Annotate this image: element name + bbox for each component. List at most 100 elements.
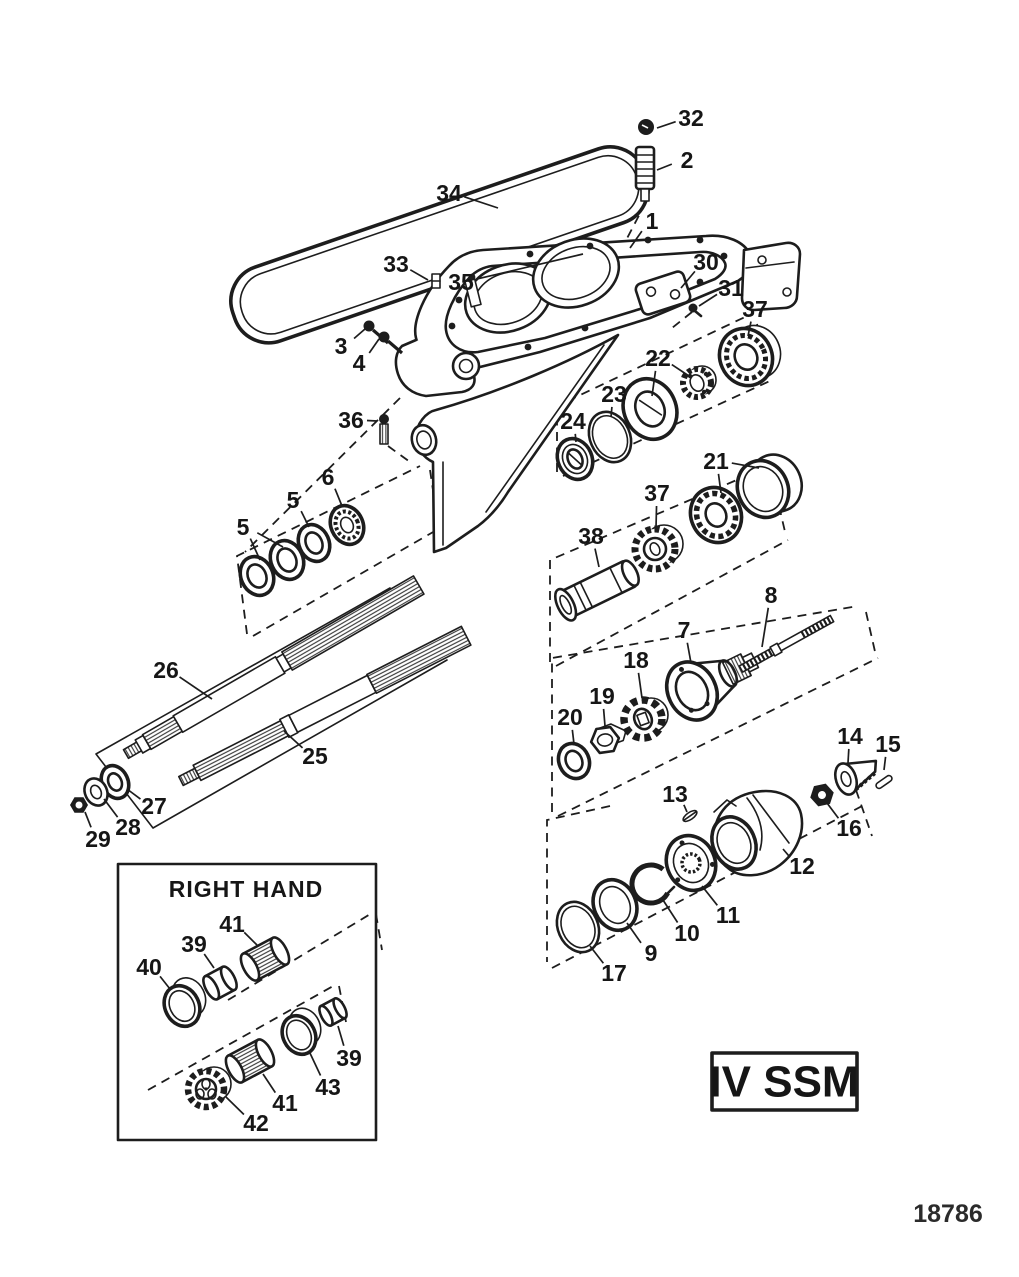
- part-29-nut: [70, 797, 88, 813]
- part-39-bushing-b: [318, 997, 348, 1027]
- part-21-bearing-cup: [735, 453, 804, 520]
- callout-leader-41: [243, 931, 258, 946]
- part-number-34: 34: [436, 180, 462, 206]
- part-24-seal: [555, 436, 595, 482]
- part-number-18: 18: [623, 647, 649, 673]
- callout-leader-5: [300, 510, 310, 528]
- part-32-bolt: [638, 119, 654, 135]
- part-number-26: 26: [153, 657, 179, 683]
- part-19-nut: [589, 723, 627, 755]
- part-number-27: 27: [141, 793, 167, 819]
- part-6-bearing: [328, 503, 366, 547]
- part-number-5: 5: [237, 514, 250, 540]
- callout-leader-30: [680, 270, 696, 289]
- part-number-6: 6: [322, 464, 335, 490]
- part-number-15: 15: [875, 731, 901, 757]
- stud: [464, 278, 482, 308]
- part-number-19: 19: [589, 683, 615, 709]
- part-8-shaft: [738, 614, 835, 673]
- part-number-35: 35: [448, 269, 474, 295]
- callout-leader-16: [826, 802, 840, 819]
- callout-leader-6: [334, 488, 343, 507]
- part-11-bearing-carrier: [664, 833, 718, 893]
- part-1-gear-housing-lower: [410, 333, 620, 554]
- callout-leader-40: [159, 975, 171, 990]
- part-number-22: 22: [645, 345, 671, 371]
- part-number-13: 13: [662, 781, 688, 807]
- part-number-33: 33: [383, 251, 409, 277]
- callout-leader-29: [84, 811, 92, 828]
- callout-leader-35: [476, 253, 584, 280]
- model-badge: IV SSM: [709, 1058, 858, 1107]
- part-37-gear-middle: [631, 524, 684, 573]
- part-number-30: 30: [693, 249, 719, 275]
- right-hand-box: [116, 862, 378, 1142]
- part-42-gear: [184, 1066, 232, 1111]
- part-9-ring: [591, 877, 639, 933]
- callout-leader-31: [698, 293, 718, 307]
- part-30-anode-plate: [634, 270, 692, 316]
- callout-leader-15: [883, 756, 887, 771]
- part-22-bearing-cup: [621, 376, 679, 442]
- callout-leader-32: [656, 120, 676, 129]
- part-number-21: 21: [703, 448, 729, 474]
- part-number-11: 11: [716, 902, 741, 928]
- part-2-plunger: [634, 145, 656, 202]
- callout-leader-22: [671, 363, 693, 379]
- part-37-bearing-upper: [717, 324, 782, 388]
- part-number-39: 39: [336, 1045, 362, 1071]
- callout-leader-43: [308, 1050, 322, 1076]
- part-number-14: 14: [837, 723, 863, 749]
- callout-leader-17: [589, 945, 605, 964]
- callout-leader-22: [651, 370, 657, 397]
- part-38-sleeve: [553, 559, 640, 622]
- part-number-42: 42: [243, 1110, 269, 1136]
- part-number-39: 39: [181, 931, 207, 957]
- callout-leader-11: [701, 885, 718, 906]
- part-14-cone: [833, 759, 878, 796]
- callout-leader-39: [203, 953, 215, 969]
- part-number-17: 17: [601, 960, 627, 986]
- part-21-bearing-cone: [688, 485, 744, 545]
- callout-leader-37: [655, 505, 658, 529]
- part-43-ring: [280, 1007, 322, 1057]
- callout-leader-27: [126, 788, 141, 800]
- drawing-number: 18786: [913, 1200, 983, 1228]
- callout-leader-37: [747, 321, 752, 337]
- part-25-propshaft: [177, 625, 472, 787]
- part-28-washer: [83, 777, 109, 807]
- part-12-prop-hub: [710, 789, 804, 877]
- part-10-snap-ring: [629, 862, 676, 906]
- part-33-stud: [431, 273, 441, 289]
- part-23-o-ring: [587, 410, 633, 464]
- part-number-20: 20: [557, 704, 583, 730]
- part-number-12: 12: [789, 853, 815, 879]
- part-number-36: 36: [338, 407, 364, 433]
- callout-leader-20: [571, 729, 575, 745]
- part-41-roller-bearing-b: [224, 1038, 276, 1084]
- callout-leader-28: [103, 798, 119, 818]
- callout-leader-42: [225, 1096, 245, 1116]
- part-1-gear-housing-upper: [394, 234, 802, 398]
- callout-leader-12: [782, 848, 791, 858]
- driveshaft-bore: [410, 423, 438, 457]
- callout-leader-39: [337, 1025, 345, 1046]
- part-number-25: 25: [302, 743, 328, 769]
- part-number-9: 9: [645, 940, 658, 966]
- part-number-3: 3: [335, 333, 348, 359]
- part-number-41: 41: [272, 1090, 298, 1116]
- callout-leader-21: [717, 473, 722, 494]
- part-31-screw: [688, 303, 703, 318]
- part-17-o-ring: [555, 900, 601, 954]
- part-22-roller-cage: [680, 365, 717, 400]
- part-number-7: 7: [678, 617, 691, 643]
- callout-leader-10: [662, 899, 679, 923]
- part-5-seal-a: [238, 554, 276, 598]
- callout-leader-34: [464, 195, 499, 209]
- transom-bracket: [740, 241, 802, 312]
- part-13-pin: [682, 809, 698, 823]
- part-number-4: 4: [353, 350, 366, 376]
- callout-leader-38: [594, 548, 600, 568]
- model-badge-box: [710, 1051, 859, 1112]
- callout-leader-33: [409, 269, 429, 281]
